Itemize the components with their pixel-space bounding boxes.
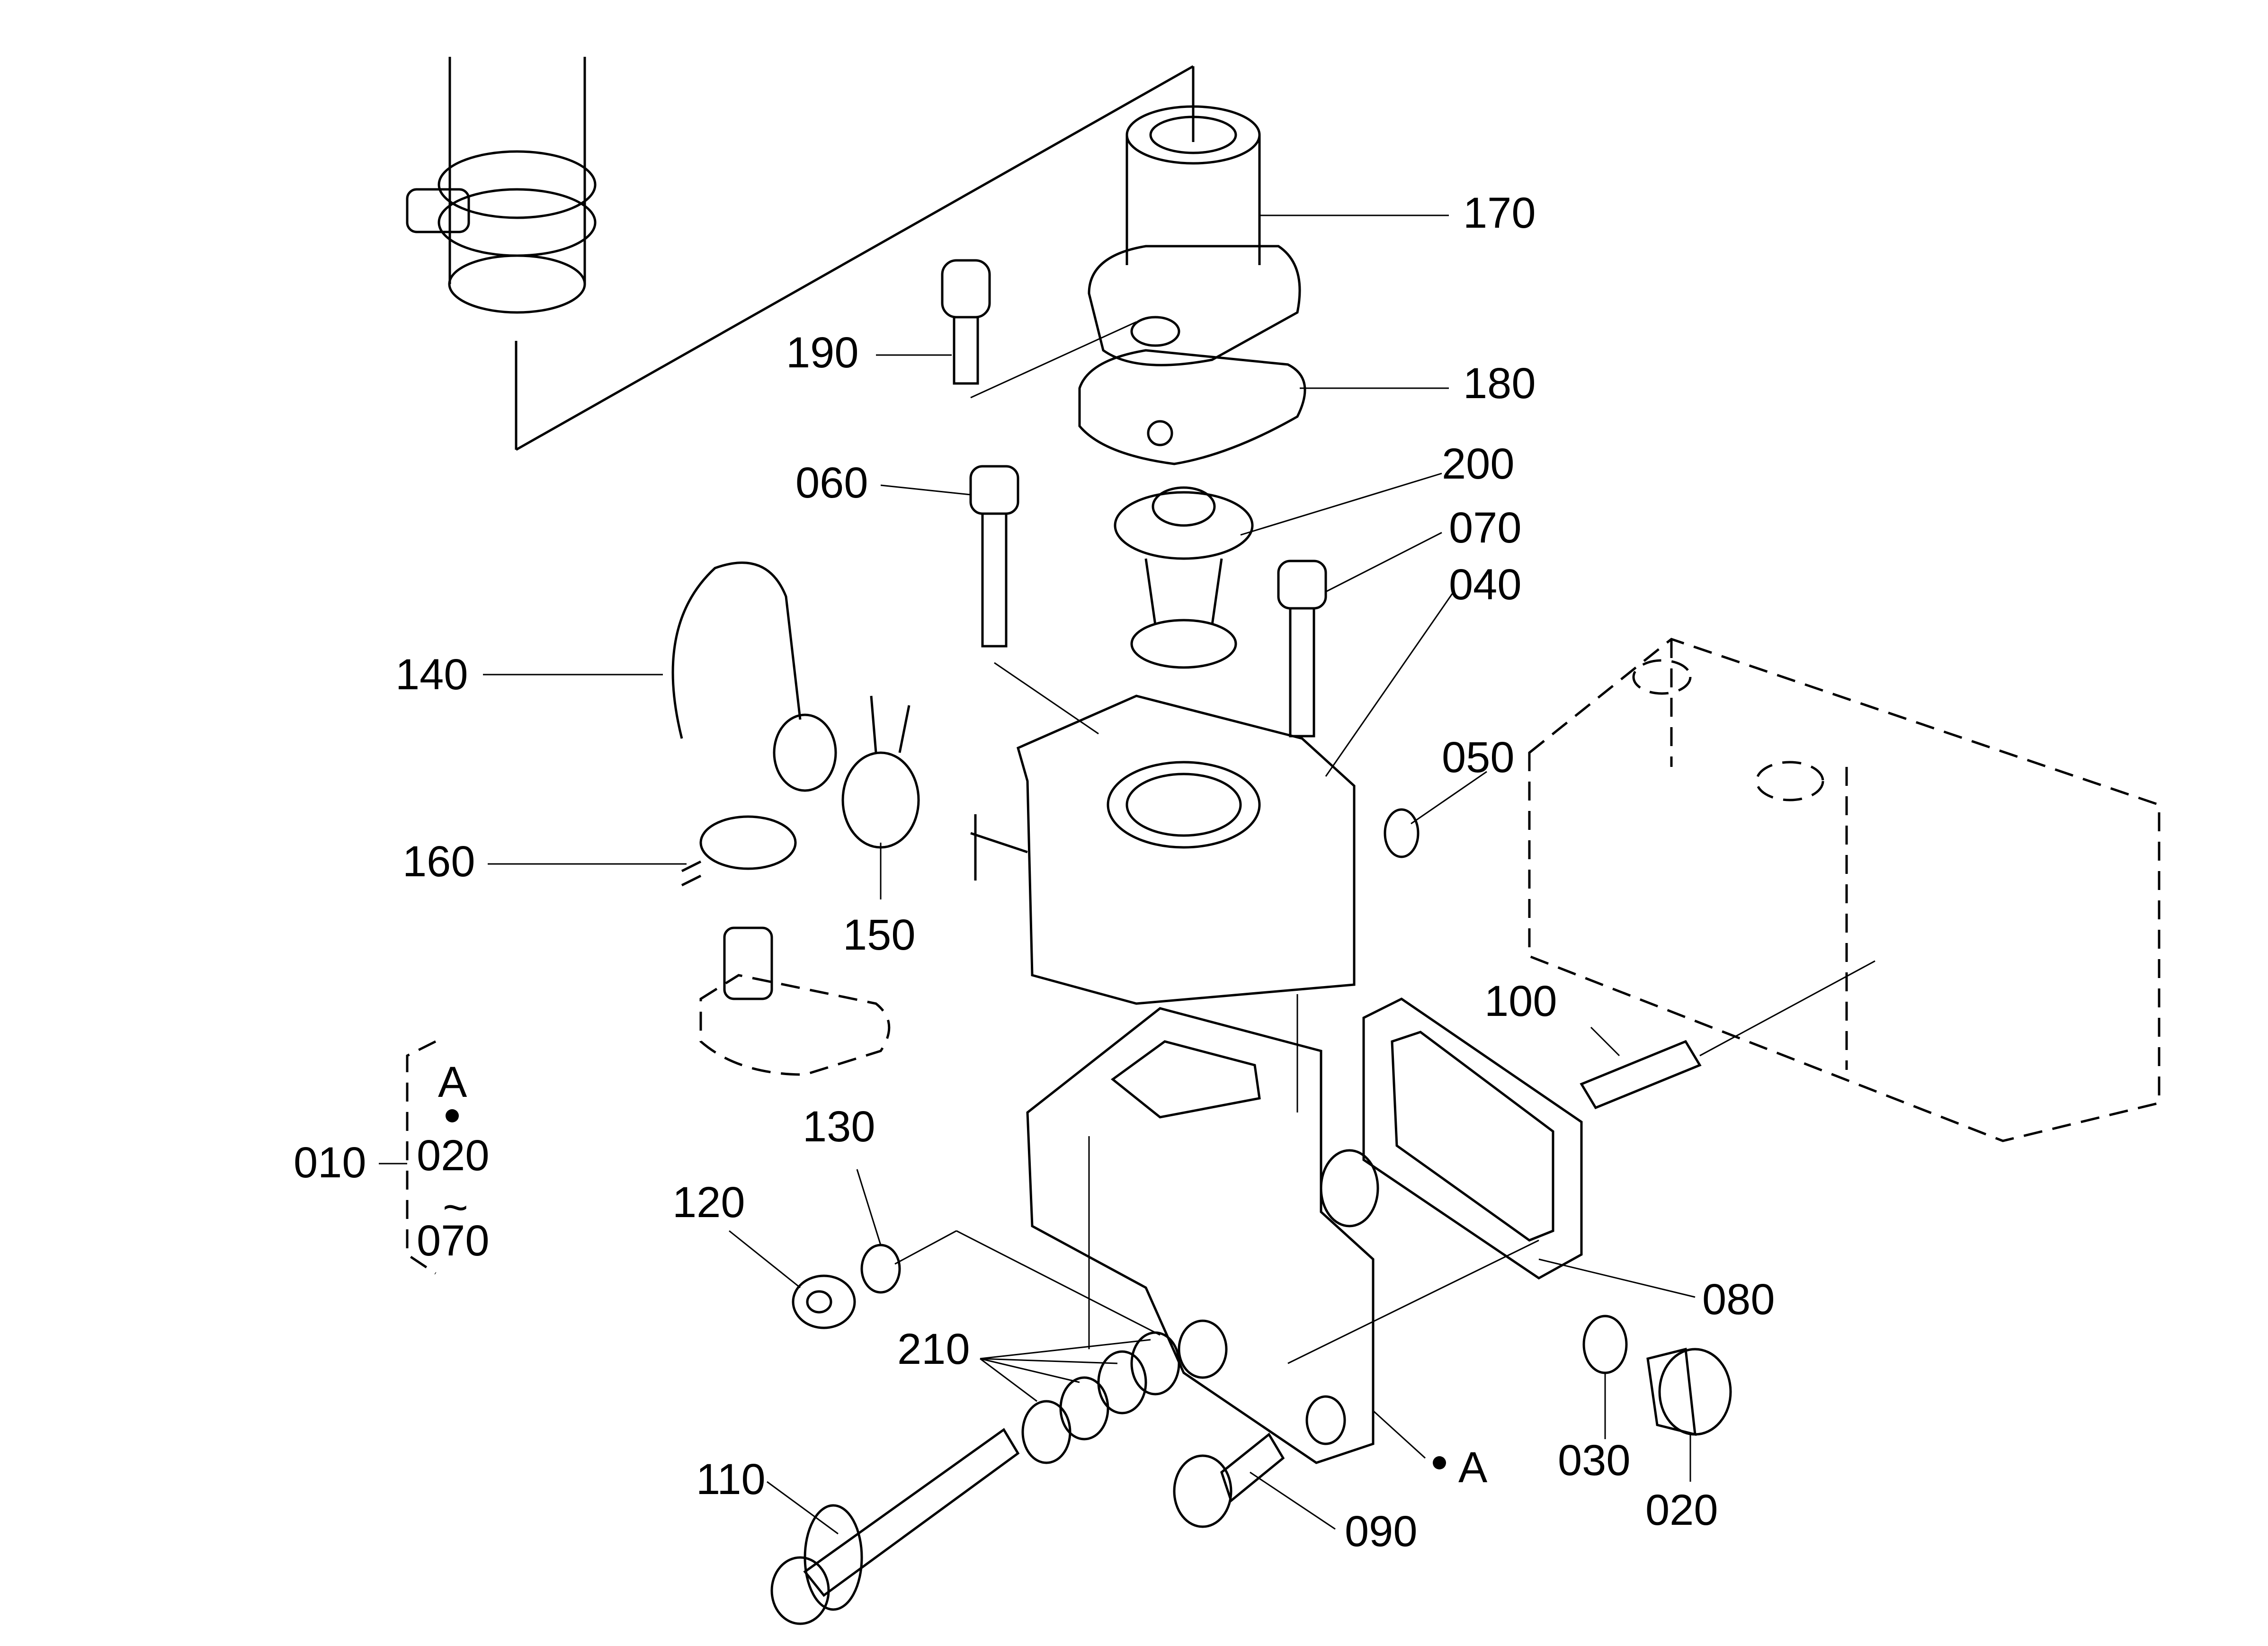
kit-label: 010 bbox=[294, 1139, 366, 1187]
part-040-housing bbox=[970, 591, 1455, 1005]
part-140-hose bbox=[483, 561, 837, 792]
kit-range-sep: ~ bbox=[443, 1183, 468, 1232]
callout-180: 180 bbox=[1463, 359, 1536, 408]
upper-hose bbox=[406, 57, 1195, 451]
callout-100: 100 bbox=[1484, 977, 1557, 1025]
callout-210: 210 bbox=[897, 1325, 970, 1373]
callout-080: 080 bbox=[1702, 1275, 1775, 1324]
kit-ref-marker: A bbox=[438, 1058, 467, 1106]
leader-A bbox=[1372, 1410, 1426, 1459]
callout-050: 050 bbox=[1442, 733, 1515, 782]
callout-200: 200 bbox=[1442, 440, 1515, 488]
callout-090: 090 bbox=[1345, 1507, 1418, 1556]
part-160-clamp bbox=[488, 815, 797, 887]
part-210-washers bbox=[980, 1331, 1180, 1464]
callout-040: 040 bbox=[1449, 561, 1522, 609]
callout-140: 140 bbox=[395, 650, 468, 699]
callout-110: 110 bbox=[696, 1455, 766, 1504]
callout-020: 020 bbox=[1645, 1486, 1718, 1534]
leader-080-housing bbox=[1287, 1239, 1539, 1364]
part-180-gasket bbox=[1078, 349, 1449, 465]
lower-housing bbox=[1026, 994, 1379, 1464]
part-150-clamp bbox=[841, 695, 920, 899]
callout-A: A bbox=[1458, 1443, 1488, 1492]
engine-block bbox=[1528, 638, 2161, 1142]
part-090-bolt bbox=[1173, 1432, 1336, 1530]
kit-bracket bbox=[379, 1040, 459, 1275]
callout-070: 070 bbox=[1449, 504, 1522, 552]
part-110-bolt bbox=[767, 1428, 1020, 1625]
hose-adapter bbox=[699, 926, 891, 1076]
callout-130: 130 bbox=[803, 1103, 875, 1151]
kit-range-start: 020 bbox=[417, 1131, 490, 1180]
callout-060: 060 bbox=[795, 459, 868, 507]
part-080-gasket bbox=[1362, 997, 1696, 1298]
callout-160: 160 bbox=[402, 837, 475, 886]
callout-170: 170 bbox=[1463, 189, 1536, 237]
part-060-bolt bbox=[880, 465, 1099, 735]
part-100-stud bbox=[1580, 960, 1875, 1110]
part-020-plug bbox=[1646, 1347, 1732, 1482]
part-200-thermostat bbox=[1114, 472, 1442, 669]
part-030-washer bbox=[1582, 1315, 1628, 1439]
part-130-washer bbox=[856, 1169, 1161, 1336]
part-190-bolt bbox=[876, 259, 1137, 399]
part-070-bolt bbox=[1277, 532, 1442, 738]
callout-150: 150 bbox=[843, 911, 916, 959]
ref-dot-A bbox=[1433, 1456, 1446, 1469]
part-120-nut bbox=[729, 1230, 856, 1329]
part-050-plug bbox=[1384, 771, 1487, 858]
callout-030: 030 bbox=[1558, 1436, 1631, 1485]
callout-120: 120 bbox=[672, 1178, 745, 1227]
kit-range-end: 070 bbox=[417, 1217, 490, 1265]
callout-190: 190 bbox=[786, 329, 859, 377]
part-170-outlet bbox=[1088, 105, 1449, 366]
